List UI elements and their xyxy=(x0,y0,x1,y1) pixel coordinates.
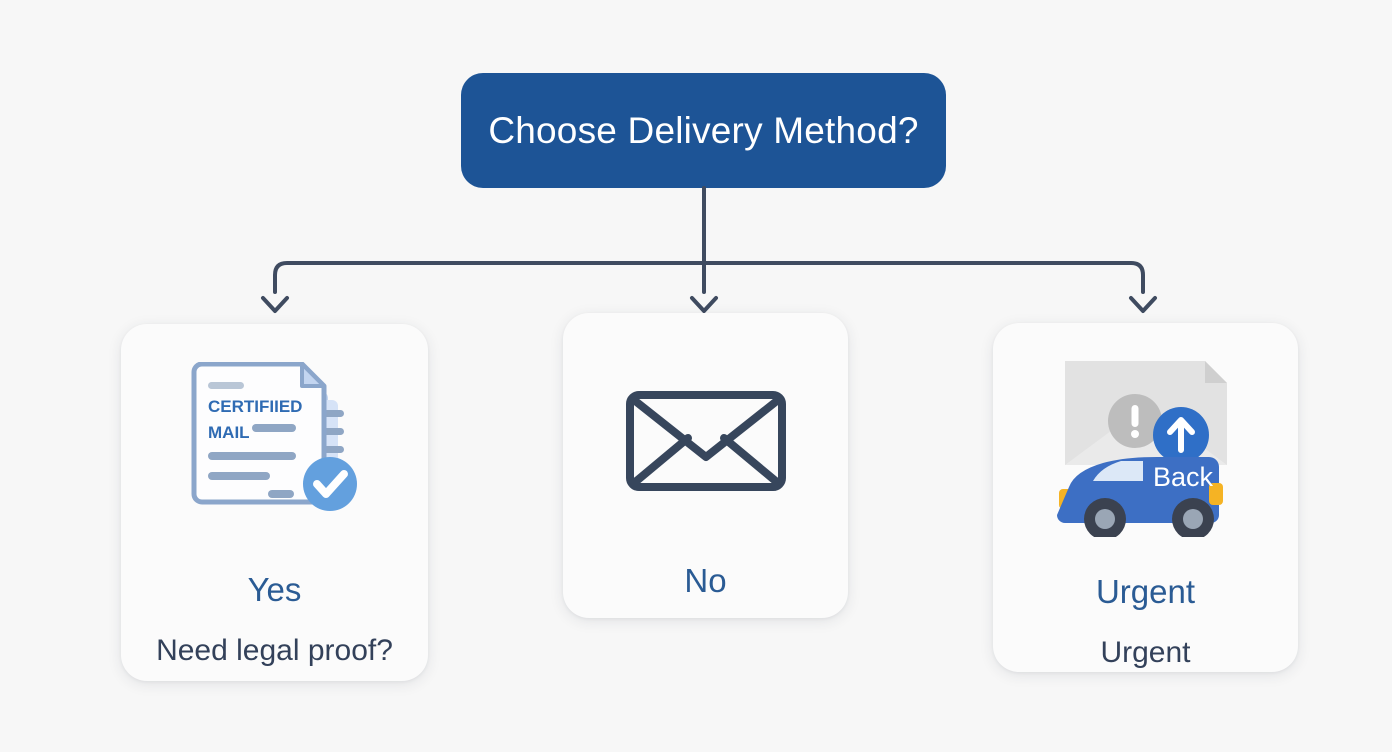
certified-mail-document-icon: CERTIFIIED MAIL xyxy=(180,362,370,517)
option-title-no: No xyxy=(684,562,727,599)
certified-line-2: MAIL xyxy=(208,423,250,442)
envelope-icon xyxy=(625,391,786,491)
certified-line-1: CERTIFIIED xyxy=(208,397,302,416)
option-card-urgent[interactable]: Back Urgent Urgent xyxy=(993,323,1298,672)
arrowhead-left xyxy=(261,296,289,313)
arrowhead-right xyxy=(1129,296,1157,313)
option-card-yes[interactable]: CERTIFIIED MAIL Yes Need legal proof? xyxy=(121,324,428,681)
option-card-no[interactable]: No xyxy=(563,313,848,618)
option-title-urgent: Urgent xyxy=(1095,573,1196,610)
root-decision-node[interactable]: Choose Delivery Method? xyxy=(461,73,946,188)
option-title-yes: Yes xyxy=(247,571,302,608)
express-delivery-van-icon: Back xyxy=(1056,347,1235,537)
option-subtitle-yes: Need legal proof? xyxy=(156,634,393,667)
root-decision-label: Choose Delivery Method? xyxy=(488,109,919,151)
van-label: Back xyxy=(1153,462,1214,492)
connector-bus xyxy=(273,261,1145,294)
option-subtitle-urgent: Urgent xyxy=(1100,636,1191,669)
arrowhead-center xyxy=(690,296,718,313)
